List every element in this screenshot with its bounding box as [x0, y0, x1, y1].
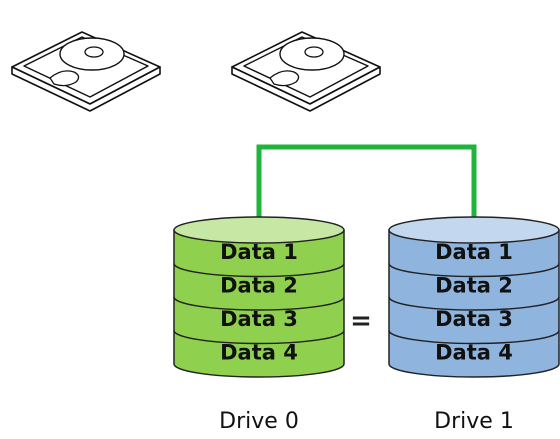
drive-0-segment-divider	[173, 296, 345, 311]
drive-0-cell-label: Data 1	[220, 240, 298, 264]
drive-1-cell-label: Data 2	[435, 274, 513, 298]
drive-1-cell-label: Data 1	[435, 240, 513, 264]
drive-0-cell-label: Data 2	[220, 274, 298, 298]
drive-1-stack: Data 1 Data 2 Data 3 Data 4	[388, 216, 560, 378]
drive-0-segment-divider	[173, 330, 345, 345]
drive-1-cylinder-top	[388, 216, 560, 244]
drive-1-cell-label: Data 3	[435, 307, 513, 331]
equals-sign: =	[350, 306, 372, 336]
drive-1-segment-divider	[388, 263, 560, 278]
drive-0-cell-label: Data 3	[220, 307, 298, 331]
drive-0-cylinder-top	[173, 216, 345, 244]
drive-0-cell-label: Data 4	[220, 341, 298, 365]
drive-1-segment-divider	[388, 330, 560, 345]
hard-disk-icon	[11, 31, 161, 112]
mirror-link-line	[256, 144, 477, 225]
drive-1-segment-divider	[388, 296, 560, 311]
hard-disk-icon	[231, 31, 381, 112]
drive-1-cylinder-body	[388, 229, 560, 378]
drive-0-label: Drive 0	[219, 409, 299, 434]
drive-0-stack: Data 1 Data 2 Data 3 Data 4	[173, 216, 345, 378]
drive-1-label: Drive 1	[434, 409, 514, 434]
drive-0-segment-divider	[173, 263, 345, 278]
drive-1-cell-label: Data 4	[435, 341, 513, 365]
drive-0-cylinder-body	[173, 229, 345, 378]
